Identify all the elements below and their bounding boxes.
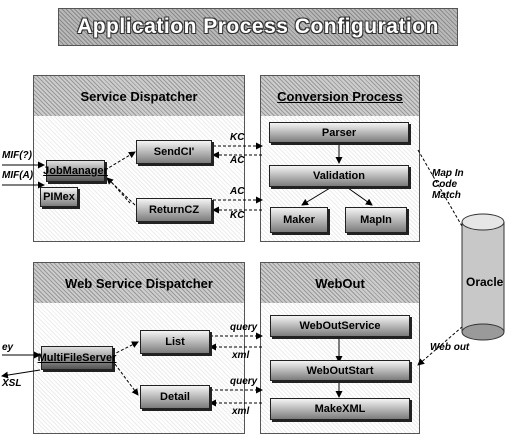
webout-service-box: WebOutService	[270, 315, 410, 337]
list-box: List	[140, 330, 210, 354]
make-xml-box: MakeXML	[270, 398, 410, 420]
oracle-label: Oracle	[466, 275, 504, 289]
job-manager-box: JobManager	[43, 160, 108, 182]
service-dispatcher-header: Service Dispatcher	[34, 76, 244, 116]
webout-title: WebOut	[315, 275, 365, 291]
ac-bottom-label: AC	[230, 186, 245, 197]
kc-bottom-label: KC	[230, 210, 245, 221]
map-in-code-match-label: Map In Code Match	[432, 168, 464, 201]
parser-box: Parser	[269, 122, 409, 143]
mapin-box: MapIn	[345, 207, 407, 233]
conversion-process-header: Conversion Process	[261, 76, 419, 116]
return-box: ReturnCZ	[136, 198, 212, 222]
send-box: SendCI'	[136, 140, 212, 164]
query-bottom-label: query	[230, 376, 258, 387]
title-banner: Application Process Configuration	[58, 8, 458, 46]
mif-bottom-label: MIF(A)	[2, 170, 34, 181]
mif-top-label: MIF(?)	[2, 150, 32, 161]
oracle-cylinder	[461, 213, 505, 341]
web-service-dispatcher-title: Web Service Dispatcher	[65, 275, 213, 291]
xml-bottom-label: xml	[232, 406, 250, 417]
service-dispatcher-title: Service Dispatcher	[80, 88, 198, 104]
web-service-dispatcher-header: Web Service Dispatcher	[34, 263, 244, 303]
pimex-box: PIMex	[40, 187, 78, 207]
conversion-process-title: Conversion Process	[277, 88, 403, 104]
query-top-label: query	[230, 322, 258, 333]
multi-file-server-box: MultiFileServer	[38, 346, 116, 370]
validation-box: Validation	[269, 165, 409, 187]
maker-box: Maker	[270, 207, 328, 233]
webout-link-label: Web out	[430, 342, 470, 353]
kc-top-label: KC	[230, 132, 245, 143]
webout-start-box: WebOutStart	[270, 360, 410, 381]
page-title: Application Process Configuration	[77, 15, 439, 38]
web-input-bottom-label: XSL	[2, 378, 22, 389]
web-input-top-label: ey	[2, 342, 14, 353]
xml-top-label: xml	[232, 350, 250, 361]
webout-header: WebOut	[261, 263, 419, 303]
ac-top-label: AC	[230, 155, 245, 166]
detail-box: Detail	[140, 385, 210, 409]
